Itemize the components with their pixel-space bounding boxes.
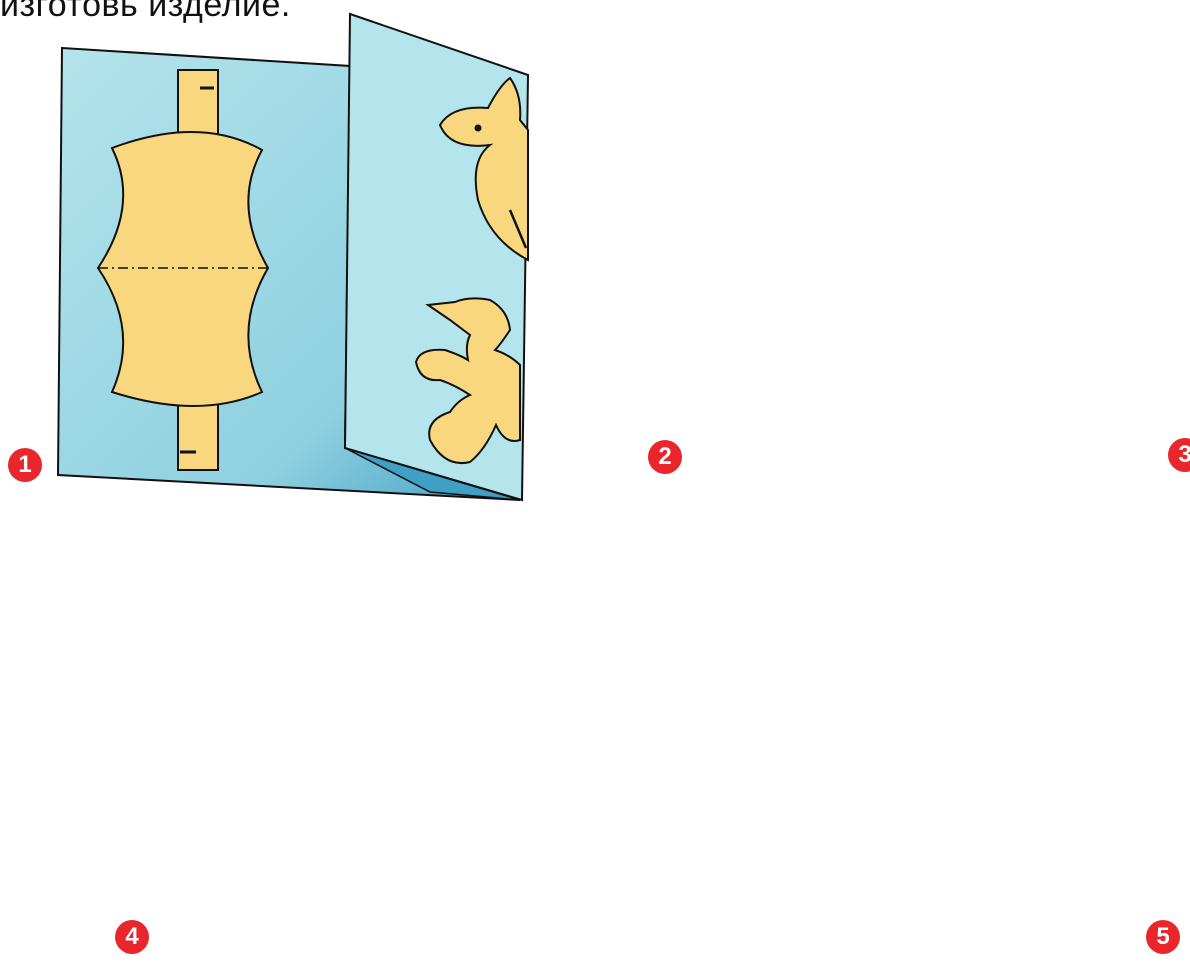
step-1-folded-template (58, 14, 528, 500)
step-number-badge: 4 (115, 920, 149, 954)
step-number-badge: 1 (8, 448, 42, 482)
step-number-badge: 5 (1146, 920, 1180, 954)
instruction-heading: изготовь изделие. (0, 0, 291, 25)
step-number-badge: 2 (648, 440, 682, 474)
